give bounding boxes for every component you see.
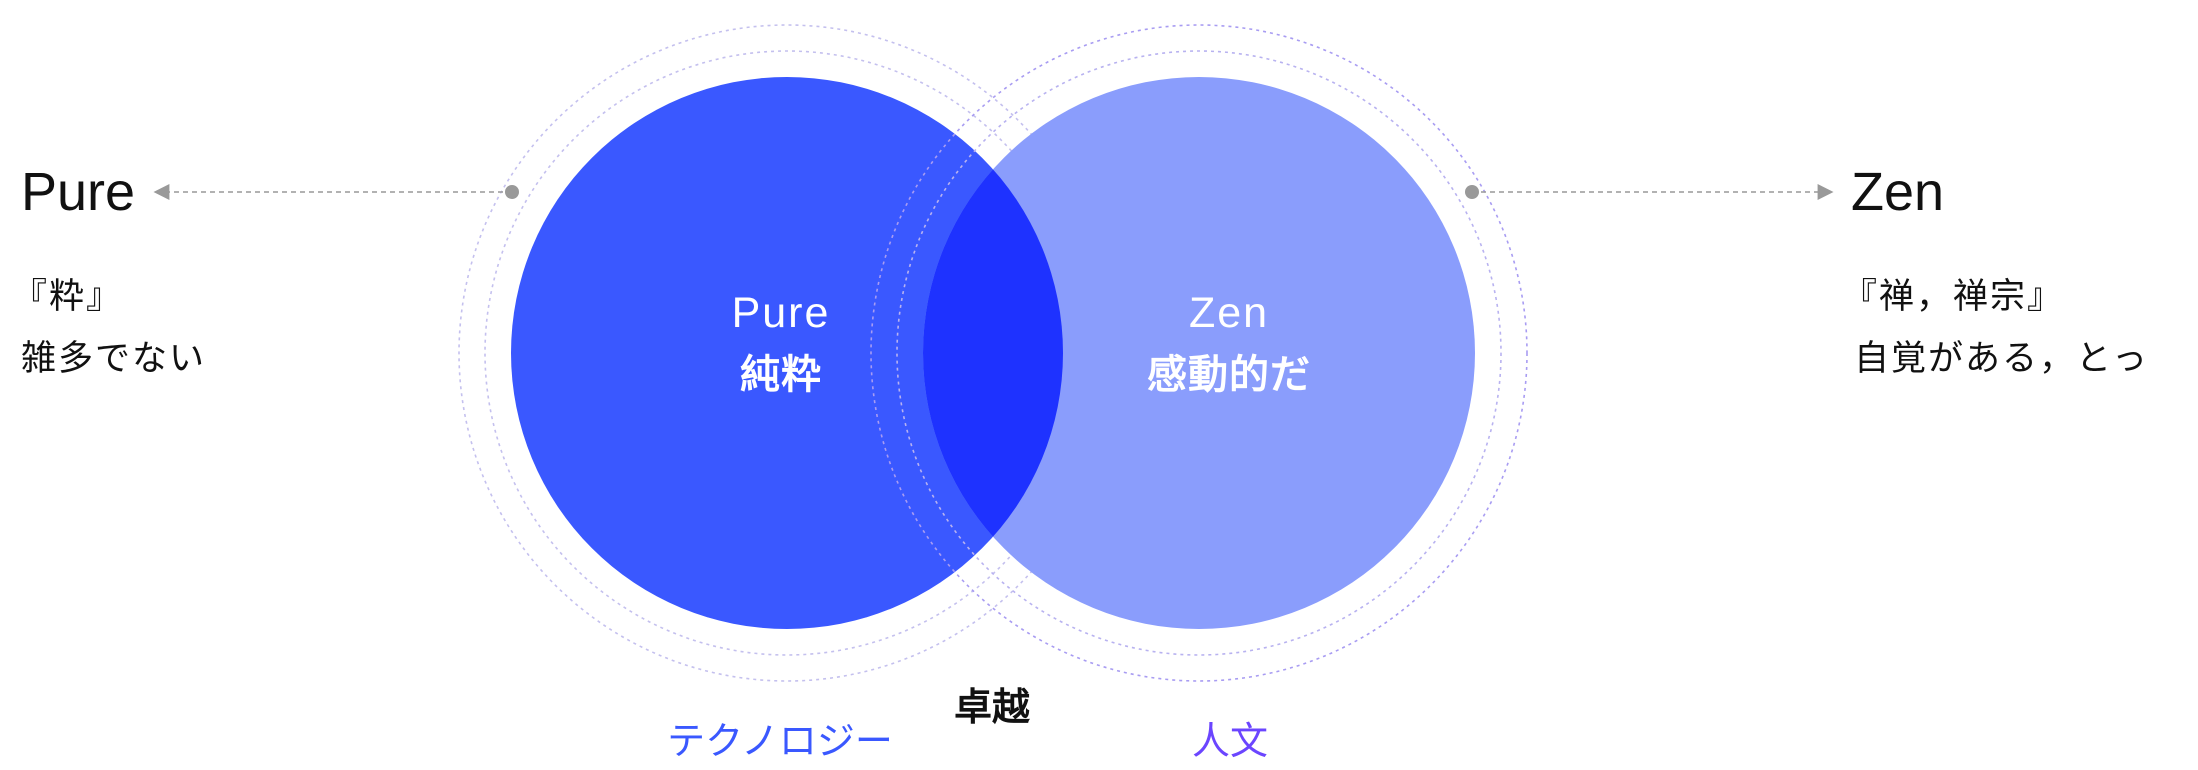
left-connector-dot [505, 185, 519, 199]
left-description-line2: 雑多でない [21, 339, 207, 379]
overlap-label: 卓越 [953, 685, 1030, 729]
left-circle-label-jp: 純粋 [740, 352, 822, 398]
left-heading: Pure [21, 162, 136, 222]
right-description-line2: 自覚がある，とっ [1854, 339, 2149, 379]
right-middle-ring [896, 50, 1502, 656]
right-circle-label: Zen 感動的だ [1089, 289, 1369, 398]
right-outer-ring [870, 24, 1528, 682]
right-heading: Zen [1851, 162, 1945, 222]
left-circle [511, 77, 1063, 629]
left-description-line1: 『粋』 [12, 277, 124, 317]
humanities-label: 人文 [1191, 719, 1268, 763]
right-connector-dot [1465, 185, 1479, 199]
right-description-line1: 『禅，禅宗』 [1842, 277, 2065, 317]
technology-label: テクノロジー [667, 719, 893, 763]
left-circle-label: Pure 純粋 [661, 289, 901, 398]
left-circle-label-en: Pure [731, 289, 831, 337]
right-circle-label-en: Zen [1188, 289, 1270, 337]
right-circle-label-jp: 感動的だ [1147, 352, 1311, 398]
right-circle [923, 77, 1475, 629]
